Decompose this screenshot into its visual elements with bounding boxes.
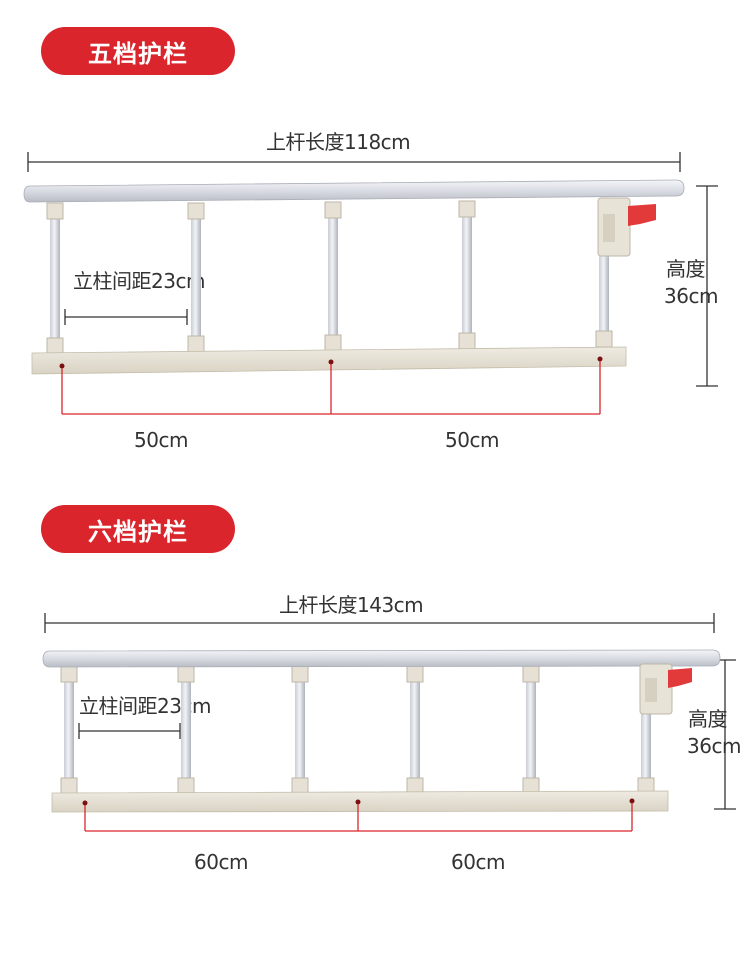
top-length-dimension bbox=[27, 152, 681, 172]
posts bbox=[60, 665, 655, 795]
top-rail bbox=[23, 179, 685, 203]
height-dimension bbox=[696, 185, 718, 387]
six-post-rail bbox=[42, 613, 736, 832]
height-value-label: 36cm bbox=[687, 734, 741, 758]
posts bbox=[46, 200, 613, 355]
section-title-badge: 五档护栏 bbox=[41, 27, 235, 75]
segment-left-label: 50cm bbox=[134, 428, 188, 452]
top-rail-length-label: 上杆长度143cm bbox=[279, 593, 424, 617]
top-rail bbox=[42, 649, 721, 668]
height-label: 高度 bbox=[688, 707, 728, 731]
height-dimension bbox=[714, 659, 736, 810]
top-length-dimension bbox=[44, 613, 715, 633]
segment-right-label: 60cm bbox=[451, 850, 505, 874]
latch-icon bbox=[639, 663, 692, 715]
height-value-label: 36cm bbox=[664, 284, 718, 308]
section-title-badge: 六档护栏 bbox=[41, 505, 235, 553]
bottom-measure bbox=[84, 803, 633, 832]
segment-right-label: 50cm bbox=[445, 428, 499, 452]
bottom-measure bbox=[61, 361, 601, 415]
top-rail-length-label: 上杆长度118cm bbox=[266, 130, 411, 154]
five-post-rail bbox=[23, 152, 718, 415]
post-spacing-dimension bbox=[78, 723, 181, 739]
segment-left-label: 60cm bbox=[194, 850, 248, 874]
height-label: 高度 bbox=[666, 257, 706, 281]
post-spacing-dimension bbox=[64, 309, 188, 325]
post-spacing-label: 立柱间距23cm bbox=[73, 269, 205, 293]
latch-icon bbox=[597, 197, 656, 257]
